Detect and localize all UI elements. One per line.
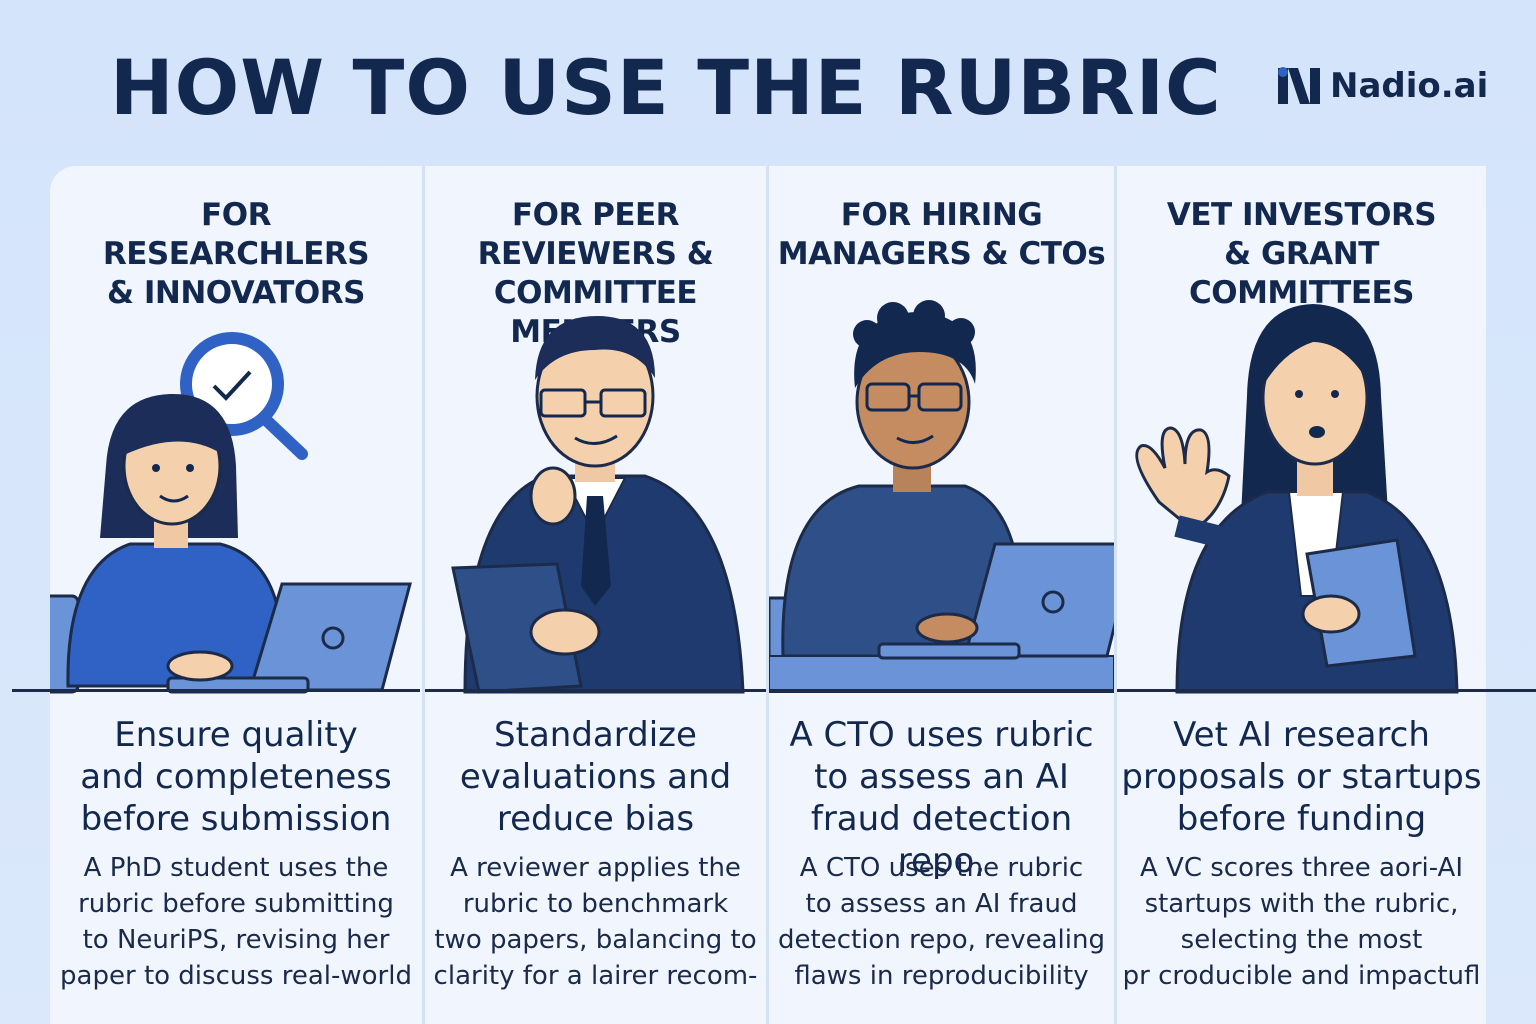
- woman-with-folder-gesturing-icon: [1135, 304, 1459, 694]
- column-lead: Ensure quality and completeness before s…: [80, 715, 392, 839]
- column-heading: FOR RESEARCHLERS & INNOVATORS: [102, 197, 370, 311]
- column-divider: [766, 166, 769, 1024]
- column-lead: A CTO uses rubric to assess an AI fraud …: [789, 715, 1094, 881]
- column-peer-reviewers: FOR PEER REVIEWERS & COMMITTEE MEMBERS S…: [425, 166, 766, 1024]
- illustration-baseline: [425, 689, 766, 692]
- man-in-suit-with-tablet-icon: [451, 316, 745, 694]
- column-heading: VET INVESTORS & GRANT COMMITTEES: [1166, 197, 1437, 311]
- column-lead: Vet AI research proposals or startups be…: [1121, 715, 1482, 839]
- illustration-baseline: [12, 689, 420, 692]
- illustration-baseline: [1117, 689, 1536, 692]
- man-with-laptop-icon: [769, 300, 1114, 693]
- column-lead: Standardize evaluations and reduce bias: [459, 715, 732, 839]
- illustration-baseline: [769, 689, 1114, 692]
- column-body: A VC scores three aori-AI startups with …: [1122, 853, 1481, 991]
- page-title: HOW TO USE THE RUBRIC: [110, 43, 1222, 132]
- column-divider: [422, 166, 425, 1024]
- column-body: A CTO uses the rubric to assess an AI fr…: [778, 853, 1105, 991]
- nadio-n-logo-icon: [1278, 67, 1320, 104]
- column-investors: VET INVESTORS & GRANT COMMITTEES Vet AI …: [1117, 166, 1486, 1024]
- brand-logo: Nadio.ai: [1276, 64, 1488, 108]
- woman-with-laptop-and-magnifier-icon: [50, 332, 412, 694]
- column-hiring-managers: FOR HIRING MANAGERS & CTOs A CTO uses ru…: [769, 166, 1114, 1024]
- column-divider: [1114, 166, 1117, 1024]
- column-researchers: FOR RESEARCHLERS & INNOVATORS Ensure qua…: [50, 166, 422, 1024]
- column-body: A reviewer applies the rubric to benchma…: [433, 853, 758, 991]
- column-body: A PhD student uses the rubric before sub…: [60, 853, 412, 991]
- logo-text: Nadio.ai: [1330, 66, 1489, 106]
- column-heading: FOR HIRING MANAGERS & CTOs: [777, 197, 1106, 272]
